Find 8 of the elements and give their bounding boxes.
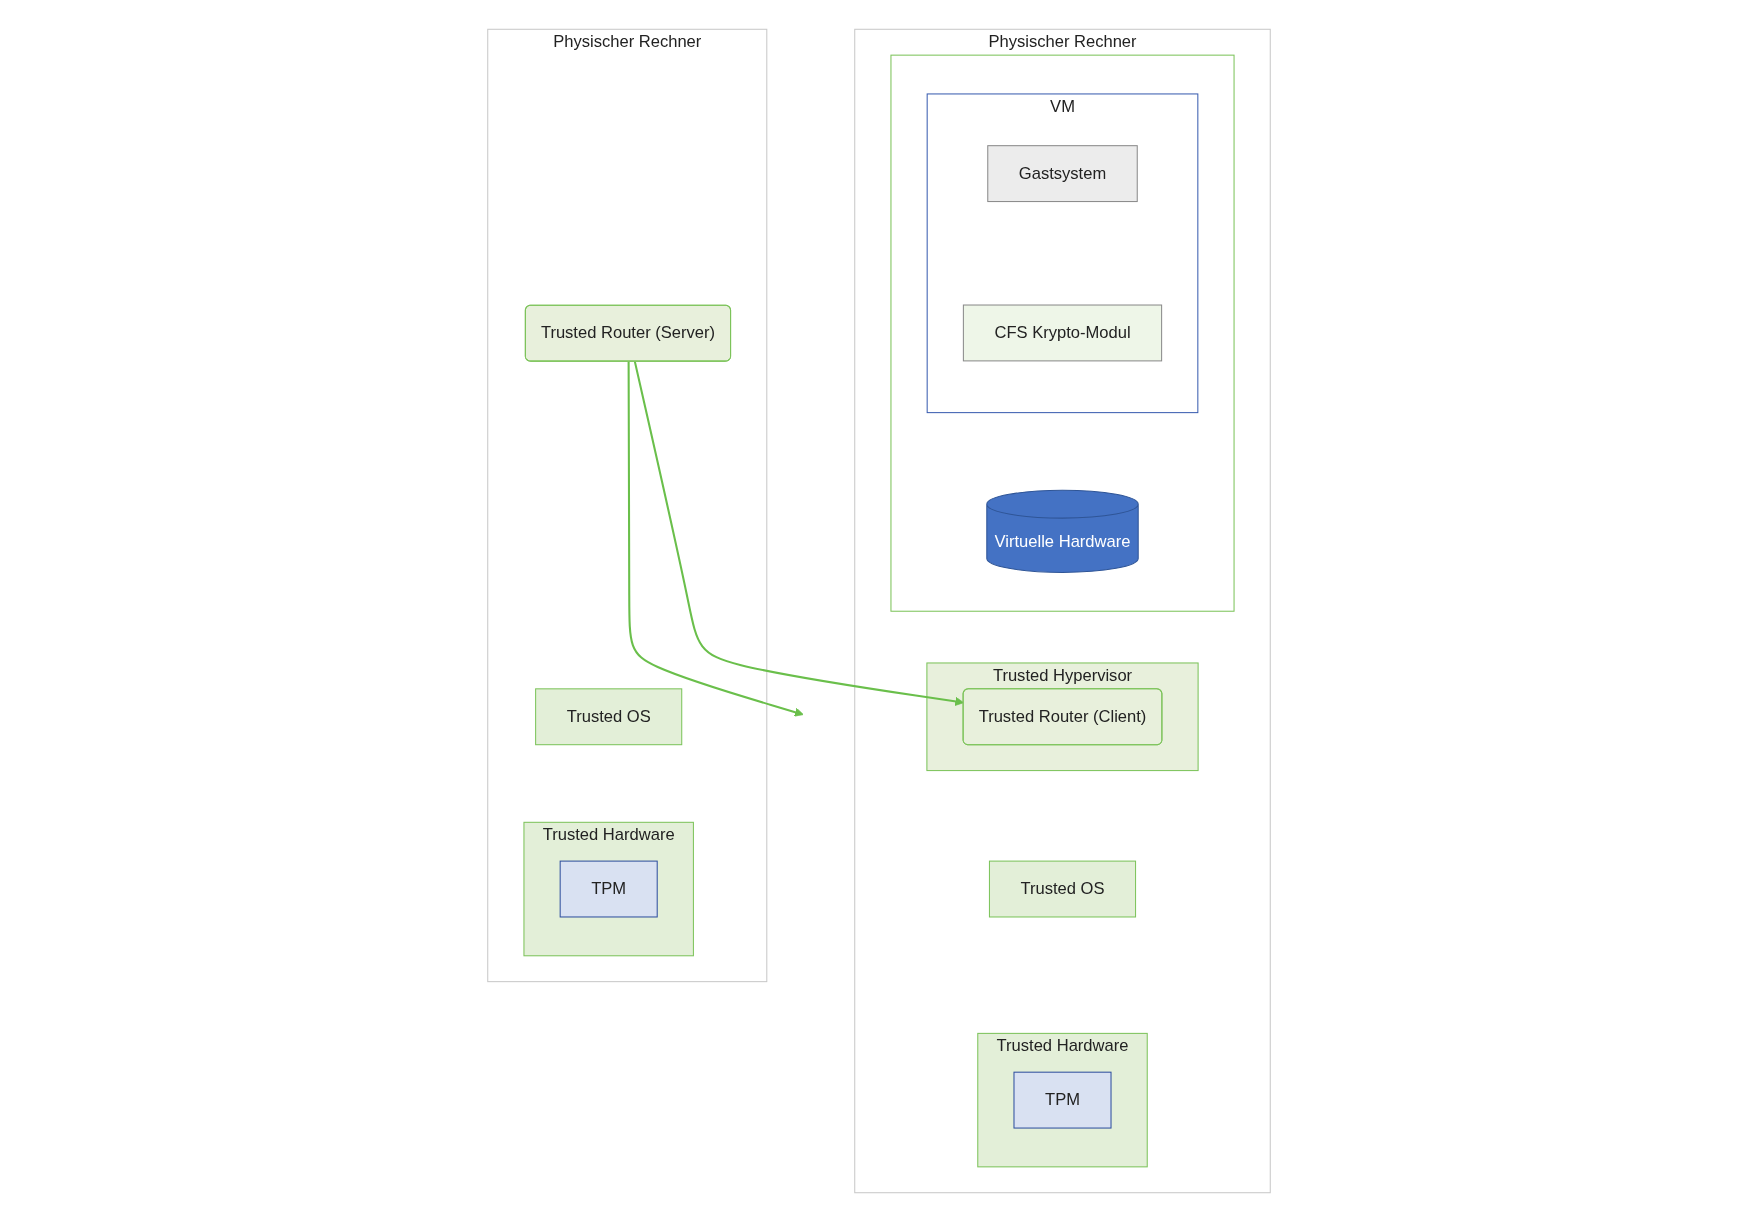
cluster <box>890 54 1235 612</box>
node-box: TPM <box>1013 1071 1112 1129</box>
node-box: CFS Krypto-Modul <box>962 304 1163 362</box>
arrow <box>627 361 804 717</box>
node-box: Trusted OS <box>988 860 1137 918</box>
node-box: TPM <box>559 860 658 918</box>
node-box: Gastsystem <box>987 145 1138 203</box>
node-box: Trusted OS <box>535 688 683 746</box>
